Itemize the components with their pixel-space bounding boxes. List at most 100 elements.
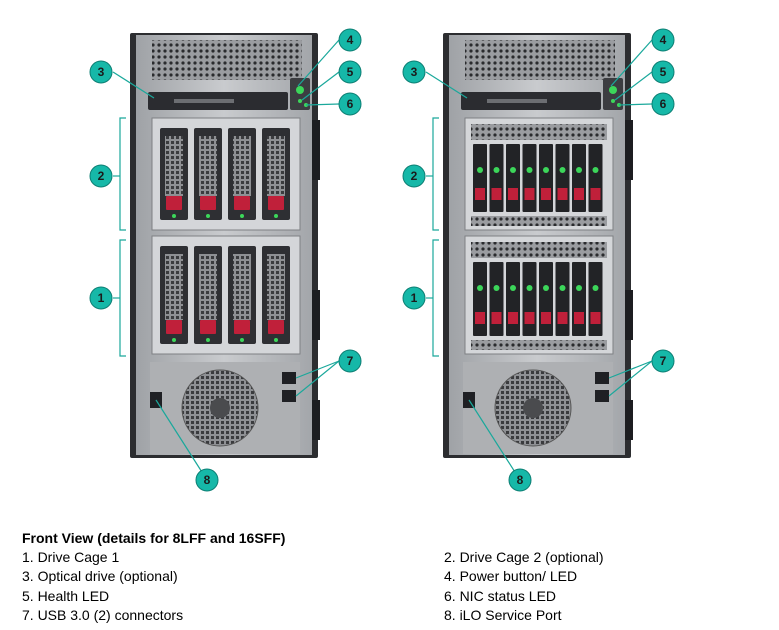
leader-line [155, 399, 208, 481]
callout-1: 1 [402, 286, 426, 310]
callout-number: 2 [98, 169, 105, 183]
callout-2: 2 [402, 164, 426, 188]
callout-number: 1 [98, 291, 105, 305]
callout-marker [89, 286, 113, 310]
legend-title: Front View (details for 8LFF and 16SFF) [22, 530, 286, 546]
sff-drive [522, 262, 537, 336]
legend-item: 6. NIC status LED [444, 587, 557, 604]
leader-line [112, 71, 155, 99]
callout-marker [402, 164, 426, 188]
legend-item: 5. Health LED [22, 587, 110, 604]
callout-marker [508, 468, 532, 492]
drive-handle [475, 188, 485, 200]
callout-number: 7 [347, 354, 354, 368]
callout-marker [651, 92, 675, 116]
usb-port [595, 372, 609, 384]
drive-led [510, 285, 516, 291]
callout-marker [338, 28, 362, 52]
side-latch [312, 290, 320, 340]
sff-drive [522, 144, 537, 212]
drive-handle [508, 312, 518, 324]
drive-led [240, 338, 244, 342]
health-led [298, 99, 302, 103]
callout-number: 7 [660, 354, 667, 368]
side-latch [625, 290, 633, 340]
sff-drive [489, 144, 504, 212]
drive-handle [475, 312, 485, 324]
leader-line [301, 71, 340, 101]
callout-number: 3 [411, 65, 418, 79]
optical-drive-slot [487, 99, 547, 103]
usb-port [282, 372, 296, 384]
cage-bracket [432, 239, 439, 357]
cage-vent [471, 242, 607, 258]
callout-2: 2 [89, 164, 113, 188]
fan-hub [210, 398, 230, 418]
sff-drive [506, 262, 520, 336]
side-latch [625, 400, 633, 440]
drive-led [526, 167, 533, 173]
legend-item: 4. Power button/ LED [444, 568, 578, 585]
drive-grille [165, 254, 183, 320]
side-latch [312, 120, 320, 180]
legend-item: 3. Optical drive (optional) [22, 568, 178, 585]
drive-cage [464, 235, 614, 355]
cage-bracket [432, 117, 439, 231]
callout-number: 2 [411, 169, 418, 183]
sff-drive [588, 144, 603, 212]
drive-led [172, 338, 176, 342]
sff-drive [473, 262, 487, 336]
optical-drive-slot [174, 99, 234, 103]
drive-led [510, 167, 516, 173]
drive-handle [574, 188, 584, 200]
callout-marker [338, 60, 362, 84]
drive-grille [233, 254, 251, 320]
legend-item: 2. Drive Cage 2 (optional) [444, 549, 604, 566]
drive-handle [557, 188, 568, 200]
cage-vent [471, 340, 607, 350]
callout-number: 6 [660, 97, 667, 111]
drive-led [559, 285, 566, 291]
leader-line [618, 103, 653, 106]
callout-number: 8 [204, 473, 211, 487]
cage-bracket [119, 239, 126, 357]
drive-led [274, 214, 278, 218]
legend-items: 1. Drive Cage 1 2. Drive Cage 2 (optiona… [22, 548, 762, 625]
callout-marker [402, 60, 426, 84]
power-button-led [296, 86, 304, 94]
callout-marker [651, 60, 675, 84]
leader-line [305, 103, 340, 106]
leader-line [610, 39, 653, 87]
drive-handle [557, 312, 568, 324]
sff-drive [473, 144, 487, 212]
drive-led [592, 167, 599, 173]
sff-drive [555, 262, 570, 336]
sff-drive [572, 144, 586, 212]
drive-grille [165, 136, 183, 196]
callout-marker [338, 349, 362, 373]
callout-3: 3 [89, 60, 113, 84]
drive-cage [464, 117, 614, 231]
callout-number: 5 [660, 65, 667, 79]
leader-line [614, 71, 653, 101]
leader-line [468, 399, 521, 481]
callout-1: 1 [89, 286, 113, 310]
sff-drive [506, 144, 520, 212]
callout-number: 3 [98, 65, 105, 79]
callout-number: 8 [517, 473, 524, 487]
power-button-led [609, 86, 617, 94]
sff-drive [588, 262, 603, 336]
drive-cage [151, 235, 301, 355]
cage-vent [471, 216, 607, 226]
drive-handle [508, 188, 518, 200]
cage-bracket [119, 117, 126, 231]
drive-led [543, 167, 549, 173]
drive-led [526, 285, 533, 291]
drive-led [274, 338, 278, 342]
drive-handle [200, 196, 216, 210]
callout-marker [89, 60, 113, 84]
drive-led [477, 167, 483, 173]
drive-grille [233, 136, 251, 196]
drive-handle [268, 320, 284, 334]
drive-led [240, 214, 244, 218]
